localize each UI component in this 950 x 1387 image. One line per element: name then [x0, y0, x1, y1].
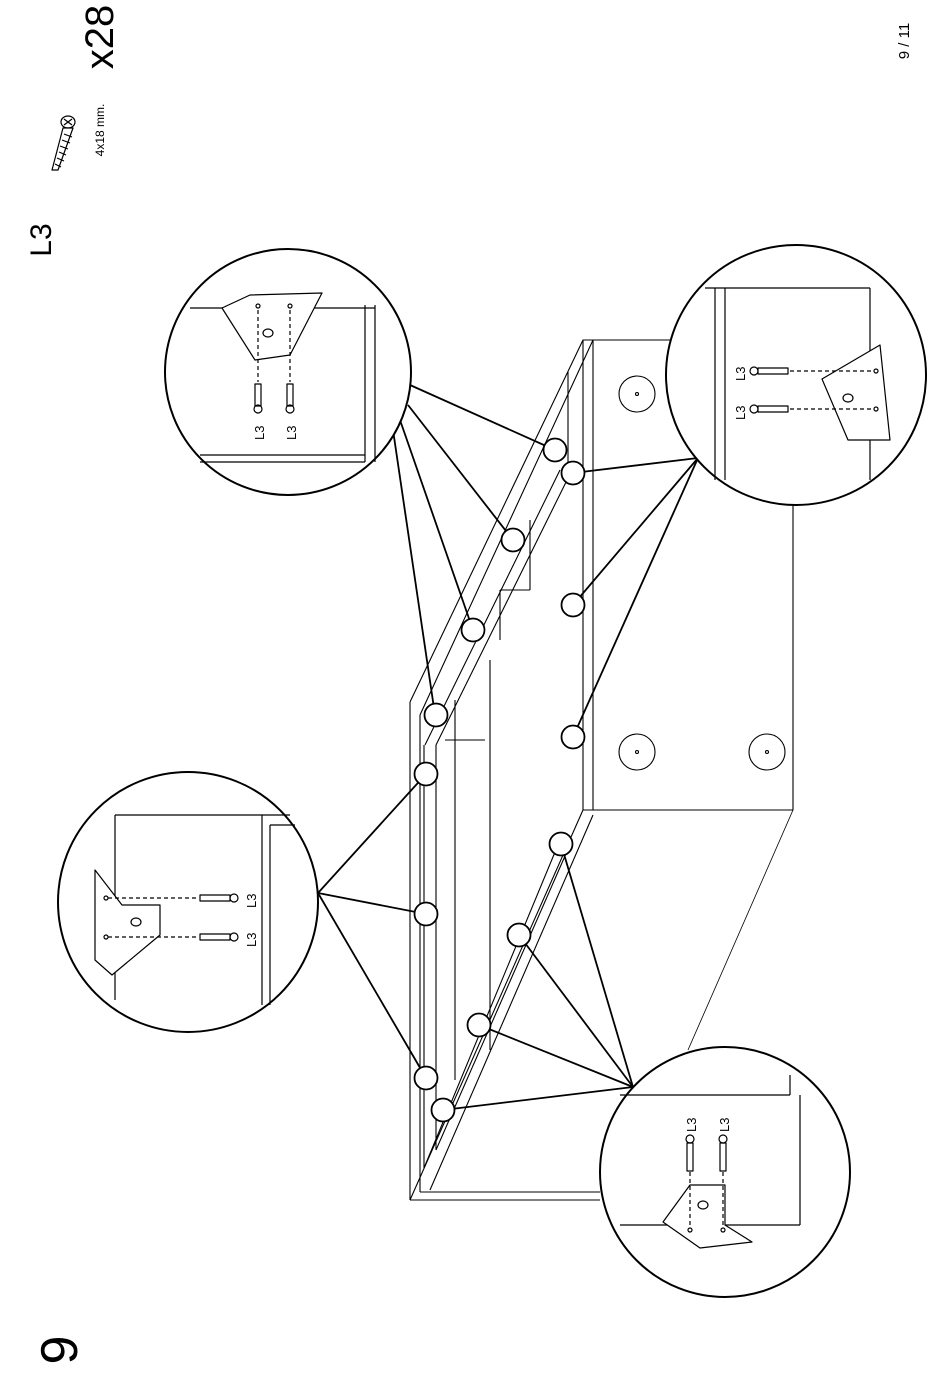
screw-icon — [52, 116, 75, 170]
callout-tr-label-2: L3 — [733, 406, 748, 420]
callout-connectors — [318, 385, 698, 1110]
callout-tl-label-1: L3 — [252, 426, 267, 440]
callout-bl-label-1: L3 — [244, 894, 259, 908]
callout-tl-label-2: L3 — [284, 426, 299, 440]
detail-callout-top-right — [666, 245, 926, 505]
detail-callout-bottom-left — [58, 772, 318, 1032]
callout-bl-label-2: L3 — [244, 933, 259, 947]
screw-position-markers — [415, 439, 585, 1122]
callout-tr-label-1: L3 — [733, 367, 748, 381]
detail-callout-bottom-right — [600, 1047, 850, 1297]
detail-callout-top-left — [165, 249, 411, 495]
callout-br-label-1: L3 — [684, 1118, 699, 1132]
callout-br-label-2: L3 — [717, 1118, 732, 1132]
